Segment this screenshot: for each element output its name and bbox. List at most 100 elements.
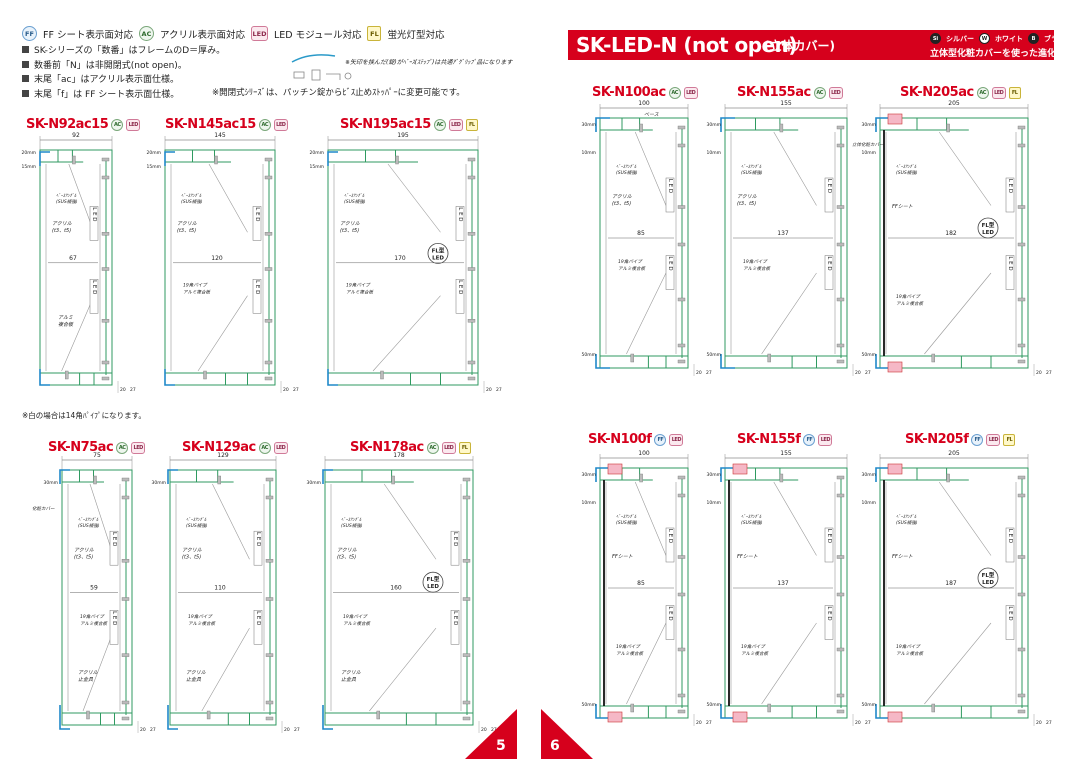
page-tab-left <box>465 709 517 759</box>
cover-piece <box>875 467 890 719</box>
frame-rect <box>879 117 1029 369</box>
screw-icon <box>1017 205 1026 209</box>
screw-group <box>206 475 274 721</box>
side-mm-label: 30mm <box>152 480 167 486</box>
led-badge: LED <box>986 433 1001 446</box>
alumi-board-label: アルミ複合板 <box>896 651 924 657</box>
led-module <box>824 177 834 213</box>
side-mm-label: 15mm <box>147 164 162 170</box>
led-module <box>665 177 675 213</box>
screw-icon <box>391 475 395 485</box>
side-mm-label: 30mm <box>307 480 322 486</box>
led-module <box>253 610 263 645</box>
led-module <box>109 610 119 645</box>
screw-icon <box>630 353 634 363</box>
screw-icon <box>462 495 471 500</box>
depth-mark-label: 20 <box>481 727 487 733</box>
screw-icon <box>101 318 110 323</box>
tiny-note: ※矢印を挟んだ(錠)がﾍﾞｰｽ(ｽﾃｯﾌﾟ)は共通ｱﾞｸﾞﾘｯﾌﾟ品になります <box>345 59 513 66</box>
top-profile <box>365 149 396 163</box>
top-profile <box>361 469 393 483</box>
screw-icon <box>462 559 471 563</box>
depth-mark-label: 20 <box>855 720 861 726</box>
screw-icon <box>101 175 110 180</box>
ac-badge: AC <box>668 86 681 99</box>
side-mm-label: 50mm <box>862 702 877 708</box>
silver-badge: Si <box>930 33 941 44</box>
bottom-profile <box>791 355 817 369</box>
led-modules: L E DL E D <box>109 530 119 645</box>
cross-section-diagram: 92L E DL E D67ﾍﾞｰｽｱﾝｸﾞﾙ(SUS補強)アクリル(t3、t5… <box>22 132 136 393</box>
screw-icon <box>677 143 686 148</box>
width-dimension: 75 <box>61 452 133 474</box>
sheet-clamp <box>732 463 748 475</box>
side-mm-label: 30mm <box>707 472 722 478</box>
inner-width-value: 137 <box>777 230 789 237</box>
diagonal-brace <box>634 131 667 206</box>
screw-icon <box>1017 359 1026 364</box>
side-mm-label: 10mm <box>582 500 597 506</box>
top-profile <box>755 467 781 481</box>
side-mm-label: 10mm <box>582 150 597 156</box>
screw-icon <box>677 125 686 130</box>
sus-label: (SUS補強) <box>741 520 763 526</box>
width-value: 92 <box>72 132 80 139</box>
top-cover <box>167 469 178 484</box>
width-dimension: 178 <box>324 452 474 474</box>
side-mm-label: 10mm <box>862 150 877 156</box>
bottom-profile <box>960 705 992 719</box>
led-badge: LED <box>669 433 684 446</box>
model-name: SK-N100f <box>588 432 652 447</box>
led-modules: L E DL E D <box>824 177 834 290</box>
top-profile <box>79 469 94 483</box>
width-value: 195 <box>397 132 409 139</box>
bottom-profile <box>647 355 667 369</box>
bottom-cover <box>595 354 610 369</box>
sus-label: (SUS補強) <box>741 170 763 176</box>
acrylic-fix-label: アクリル <box>78 669 99 676</box>
width-dimension: 92 <box>39 132 113 154</box>
led-label: L E D <box>91 280 97 294</box>
led-label: L E D <box>255 611 261 625</box>
inner-dimension: 120 <box>173 255 261 264</box>
fl-badge: FL <box>1003 433 1016 446</box>
bottom-profile <box>960 355 992 369</box>
alumi-label: アルミ <box>58 315 73 321</box>
depth-mark-label: 27 <box>130 387 136 393</box>
led-label: L E D <box>826 606 832 620</box>
led-modules: L E DL E D <box>665 177 675 290</box>
alumi-board-label: アルミ複合板 <box>896 301 924 307</box>
base-angle-label: ﾍﾞｰｽｱﾝｸﾞﾙ <box>181 193 202 199</box>
width-dimension: 100 <box>599 100 689 122</box>
led-label: L E D <box>1007 179 1013 193</box>
depth-mark-label: 27 <box>1046 370 1052 376</box>
screw-group <box>931 473 1026 714</box>
frame-rect <box>324 469 474 726</box>
screw-icon <box>121 495 130 500</box>
base-angle-label: ﾍﾞｰｽｱﾝｸﾞﾙ <box>56 193 77 199</box>
acrylic-fix-label: 止金具 <box>186 676 202 683</box>
screw-icon <box>946 473 950 483</box>
base-angle-label: ﾍﾞｰｽｱﾝｸﾞﾙ <box>741 164 762 170</box>
pipe-label: 19角パイプ <box>183 282 208 288</box>
screw-icon <box>101 267 110 271</box>
diagonal-brace <box>938 481 992 556</box>
screw-icon <box>677 693 686 698</box>
inner-width-value: 67 <box>69 255 77 262</box>
side-mm-label: 15mm <box>310 164 325 170</box>
bottom-profile <box>647 705 667 719</box>
pipe-label: 19角パイプ <box>741 644 766 650</box>
width-value: 129 <box>217 452 229 459</box>
base-angle-label: ﾍﾞｰｽｱﾝｸﾞﾙ <box>616 164 637 170</box>
led-module <box>665 527 675 563</box>
depth-mark-label: 20 <box>696 720 702 726</box>
frame-outline <box>724 117 848 369</box>
ff-sheet-label: FFシート <box>892 204 913 210</box>
sheet-clamp <box>607 463 623 475</box>
